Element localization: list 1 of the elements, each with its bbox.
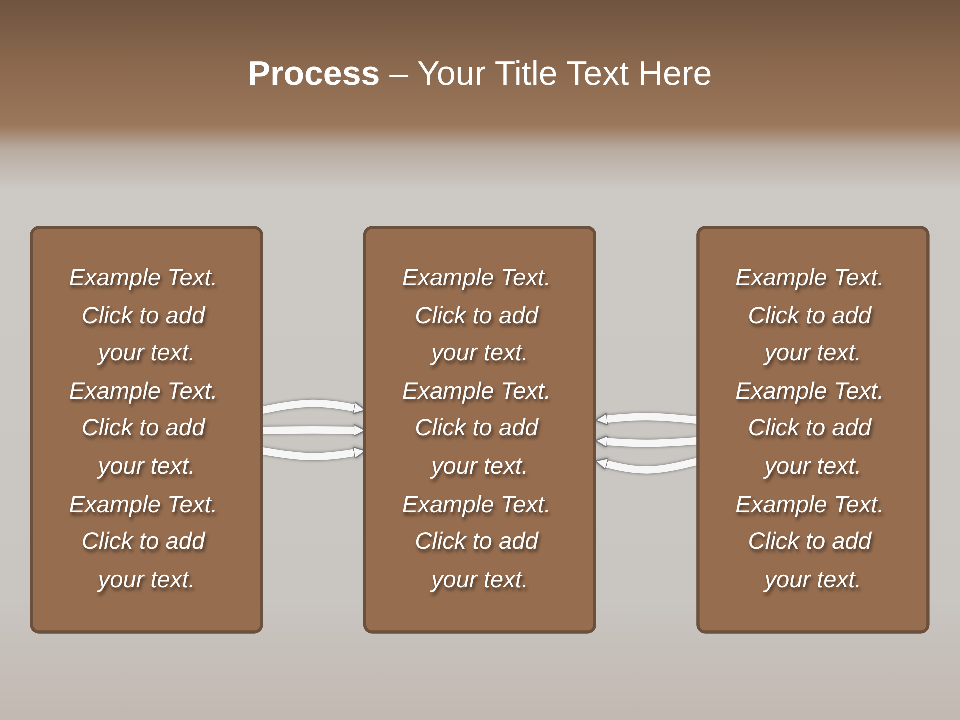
slide-title: Process – Your Title Text Here [246,54,714,95]
